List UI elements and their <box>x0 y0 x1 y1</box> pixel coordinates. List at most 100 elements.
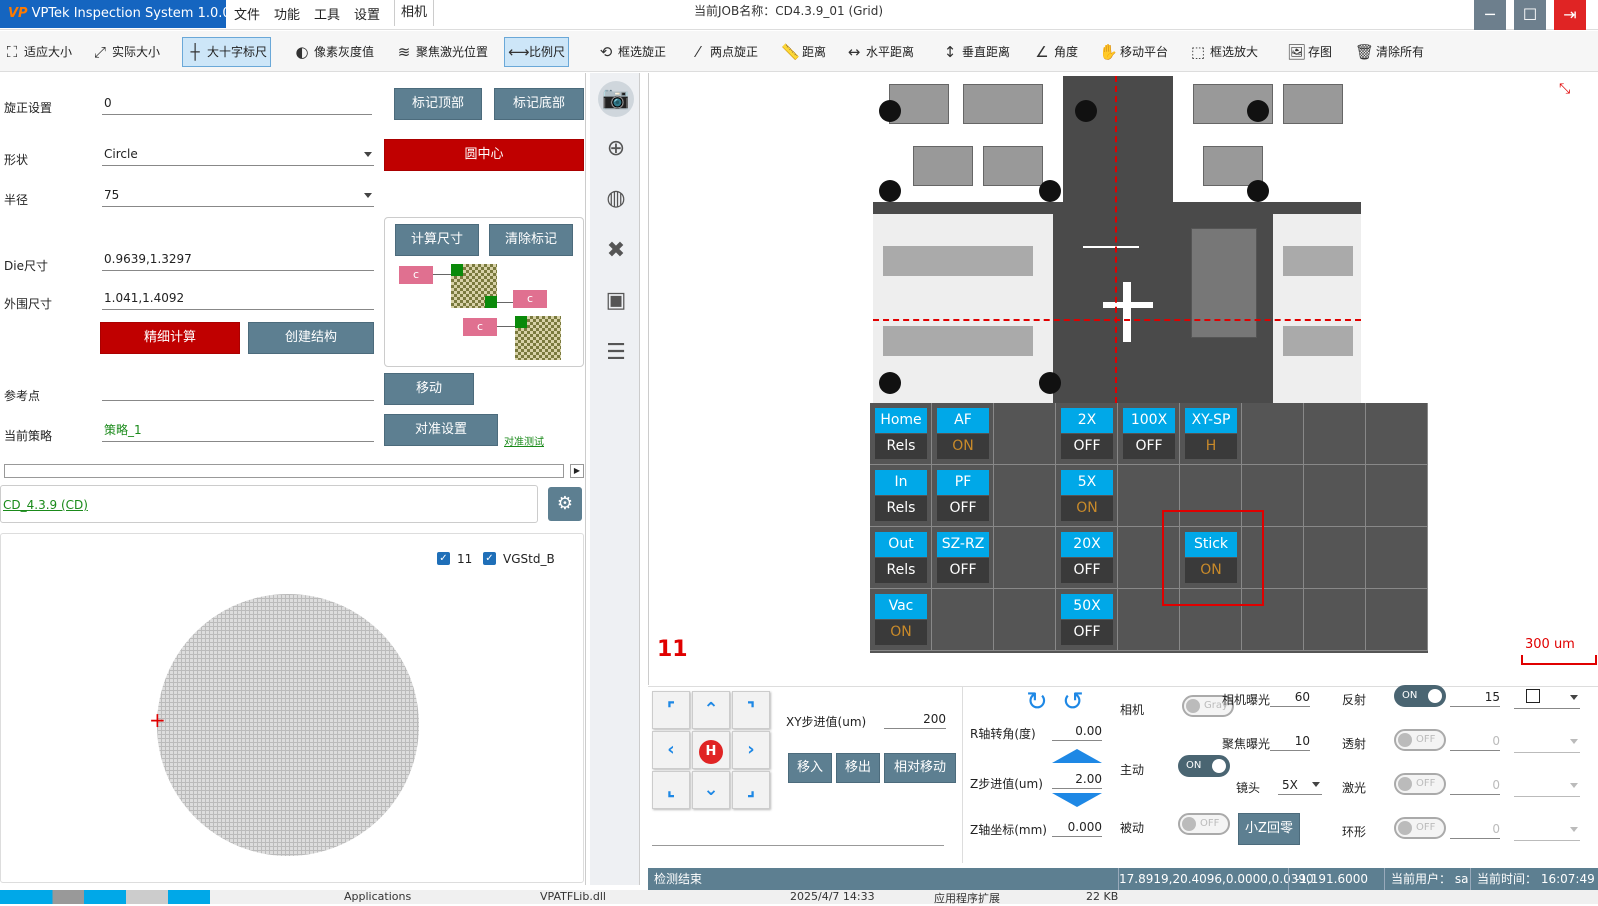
create-structure-button[interactable]: 创建结构 <box>248 322 374 354</box>
down-left-arrow-icon[interactable]: ⌞ <box>652 771 690 809</box>
ring-toggle[interactable]: OFF <box>1394 817 1446 839</box>
up-left-arrow-icon[interactable]: ⌜ <box>652 691 690 729</box>
menu-file[interactable]: 文件 <box>234 8 261 23</box>
transmit-select[interactable] <box>1514 731 1580 753</box>
up-arrow-icon[interactable]: ⌃ <box>692 691 730 729</box>
move-out-button[interactable]: 移出 <box>836 753 880 783</box>
fine-calc-button[interactable]: 精细计算 <box>100 322 240 354</box>
align-settings-button[interactable]: 对准设置 <box>384 414 498 446</box>
rotate-cw-icon[interactable]: ↻ <box>1026 687 1048 717</box>
move-stage-button[interactable]: ✋移动平台 <box>1096 37 1171 67</box>
gallery-icon[interactable]: ▣ <box>605 288 627 313</box>
shape-select[interactable]: Circle <box>102 144 374 166</box>
box-zoom-button[interactable]: ⬚框选放大 <box>1186 37 1261 67</box>
left-arrow-icon[interactable]: ‹ <box>652 731 690 769</box>
down-right-arrow-icon[interactable]: ⌟ <box>732 771 770 809</box>
active-toggle[interactable]: ON <box>1178 755 1230 777</box>
transmit-toggle[interactable]: OFF <box>1394 729 1446 751</box>
ring-select[interactable] <box>1514 819 1580 841</box>
right-arrow-icon[interactable]: › <box>732 731 770 769</box>
laser-value[interactable]: 0 <box>1450 775 1500 795</box>
recipe-link[interactable]: CD_4.3.9 (CD) <box>3 498 88 512</box>
reflect-select[interactable] <box>1514 687 1580 709</box>
menu-settings[interactable]: 设置 <box>354 8 381 23</box>
rotate-ccw-icon[interactable]: ↺ <box>1062 687 1084 717</box>
align-test-link[interactable]: 对准测试 <box>504 437 544 448</box>
move-button[interactable]: 移动 <box>384 373 474 405</box>
fit-size-button[interactable]: ⛶适应大小 <box>0 37 75 67</box>
lens-select[interactable]: 5X <box>1278 775 1322 795</box>
save-image-button[interactable]: 🖼存图 <box>1284 37 1335 67</box>
checklist-icon[interactable]: ☰ <box>606 340 626 365</box>
camera-image[interactable] <box>873 76 1361 403</box>
focus-laser-button[interactable]: ≋聚焦激光位置 <box>392 37 491 67</box>
circle-center-button[interactable]: 圆中心 <box>384 139 584 171</box>
collapse-icon[interactable]: ⤡ <box>1559 81 1571 97</box>
scale-bar-button[interactable]: ⟷比例尺 <box>504 37 570 67</box>
horizontal-distance-button[interactable]: ↔水平距离 <box>842 37 917 67</box>
refresh-settings-icon[interactable]: ⚙ <box>548 487 582 521</box>
mark-top-button[interactable]: 标记顶部 <box>394 88 482 120</box>
outer-size-input[interactable]: 1.041,1.4092 <box>102 288 374 310</box>
reflect-toggle[interactable]: ON <box>1394 685 1446 707</box>
focus-exposure-input[interactable]: 10 <box>1270 731 1310 751</box>
menu-tools[interactable]: 工具 <box>314 8 341 23</box>
vertical-distance-button[interactable]: ↕垂直距离 <box>938 37 1013 67</box>
horizontal-scrollbar[interactable] <box>4 464 564 478</box>
z-coord-input[interactable]: 0.000 <box>1052 817 1102 837</box>
up-right-arrow-icon[interactable]: ⌝ <box>732 691 770 729</box>
passive-toggle[interactable]: OFF <box>1178 813 1230 835</box>
z-down-icon[interactable] <box>1052 793 1102 807</box>
taskbar-icons[interactable] <box>0 890 210 904</box>
clear-marks-button[interactable]: 清除标记 <box>489 224 573 256</box>
r-angle-input[interactable]: 0.00 <box>1052 721 1102 741</box>
laser-select[interactable] <box>1514 775 1580 797</box>
reflect-value[interactable]: 15 <box>1450 687 1500 707</box>
camera-gray-toggle[interactable]: Gray <box>1182 695 1234 717</box>
globe-grid-icon[interactable]: ◍ <box>606 186 626 211</box>
small-z-zero-button[interactable]: 小Z回零 <box>1238 813 1300 845</box>
distance-button[interactable]: 📏距离 <box>778 37 829 67</box>
radius-select[interactable]: 75 <box>102 185 374 207</box>
big-cross-ruler-button[interactable]: ┼大十字标尺 <box>182 37 272 67</box>
maximize-button[interactable]: ☐ <box>1514 0 1546 30</box>
pixel-gray-button[interactable]: ◐像素灰度值 <box>290 37 377 67</box>
move-in-button[interactable]: 移入 <box>788 753 832 783</box>
menu-camera[interactable]: 相机 <box>394 0 435 26</box>
calc-size-button[interactable]: 计算尺寸 <box>395 224 479 256</box>
die-size-input[interactable]: 0.9639,1.3297 <box>102 249 374 271</box>
box-rotate-button[interactable]: ⟲框选旋正 <box>594 37 669 67</box>
transmit-value[interactable]: 0 <box>1450 731 1500 751</box>
clear-all-button[interactable]: 🗑清除所有 <box>1352 37 1427 67</box>
home-button[interactable]: H <box>692 731 730 769</box>
ruler-tools-icon[interactable]: ✖ <box>606 238 626 263</box>
taskbar-app[interactable]: Applications <box>344 890 412 903</box>
scroll-right-icon[interactable]: ▶ <box>570 464 584 478</box>
cam-exposure-input[interactable]: 60 <box>1270 687 1310 707</box>
checkbox-11[interactable]: ✓ <box>437 552 450 565</box>
reference-input[interactable] <box>102 379 374 401</box>
xy-step-input[interactable]: 200 <box>884 709 946 729</box>
checkbox-vgstd[interactable]: ✓ <box>483 552 496 565</box>
minimize-button[interactable]: ─ <box>1474 0 1506 30</box>
down-arrow-icon[interactable]: ⌄ <box>692 771 730 809</box>
menu-function[interactable]: 功能 <box>274 8 301 23</box>
two-point-rotate-button[interactable]: ⁄两点旋正 <box>686 37 761 67</box>
ring-value[interactable]: 0 <box>1450 819 1500 839</box>
rotation-input[interactable]: 0 <box>102 93 372 115</box>
exit-button[interactable]: ⇥ <box>1554 0 1586 30</box>
laser-toggle[interactable]: OFF <box>1394 773 1446 795</box>
